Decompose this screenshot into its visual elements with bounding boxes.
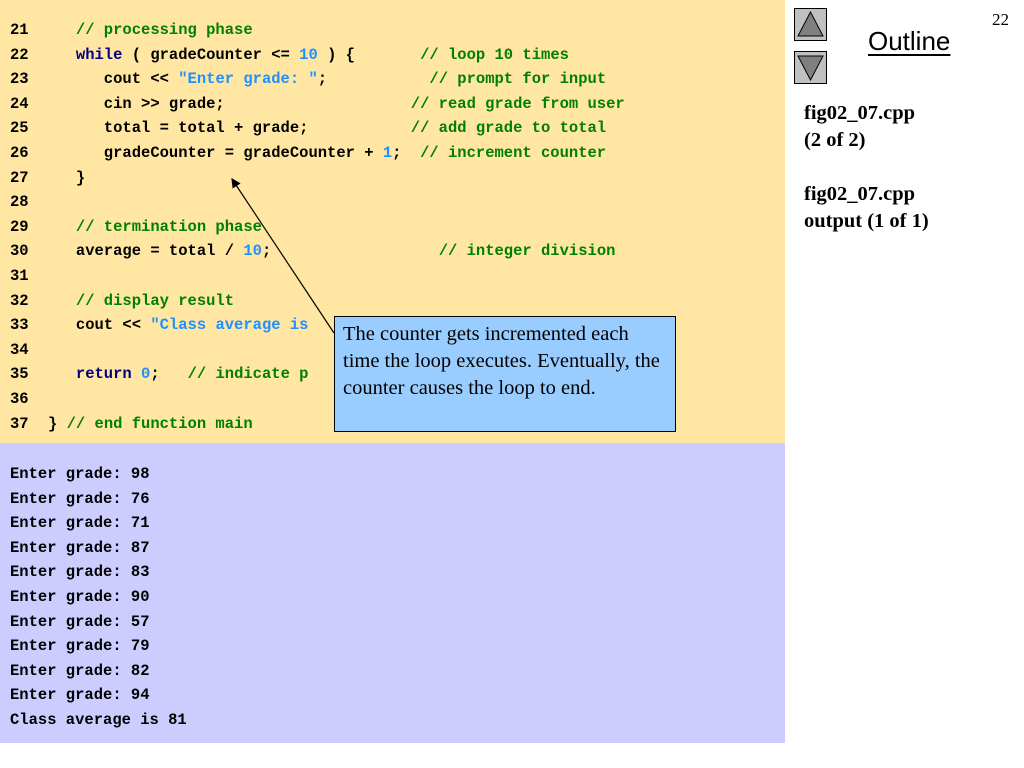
code-token: // integer division: [438, 242, 616, 261]
next-slide-button[interactable]: [794, 51, 827, 84]
code-text: while ( gradeCounter <= 10 ) { // loop 1…: [48, 43, 569, 67]
code-token: ;: [261, 242, 439, 261]
code-token: ) {: [317, 45, 421, 64]
triangle-down-icon: [797, 55, 824, 82]
page-number: 22: [992, 10, 1009, 29]
line-number: 28: [10, 193, 29, 212]
code-token: // display result: [75, 291, 235, 310]
code-token: // termination phase: [75, 217, 262, 236]
line-number: 23: [10, 70, 29, 89]
code-token: ( gradeCounter <=: [122, 45, 300, 64]
code-text: gradeCounter = gradeCounter + 1; // incr…: [48, 141, 606, 165]
triangle-up-icon: [797, 10, 824, 37]
code-token: cin >> grade;: [48, 94, 411, 113]
line-number: 24: [10, 94, 29, 113]
code-token: "Class average is: [150, 316, 309, 335]
code-text: cout << "Enter grade: "; // prompt for i…: [48, 67, 606, 91]
callout-box: The counter gets incremented each time t…: [334, 316, 676, 432]
code-text: cin >> grade; // read grade from user: [48, 92, 625, 116]
code-text: cout << "Class average is: [48, 313, 309, 337]
code-token: // processing phase: [75, 21, 253, 39]
line-number: 37: [10, 414, 29, 433]
code-token: while: [75, 45, 123, 64]
side-label-part: (2 of 2): [804, 129, 866, 151]
line-number: 31: [10, 267, 29, 285]
code-token: ;: [150, 365, 188, 384]
code-token: [48, 21, 76, 39]
code-token: 0: [141, 365, 151, 384]
code-token: 10: [243, 242, 262, 261]
code-token: // indicate p: [187, 365, 309, 384]
output-line: Enter grade: 94: [10, 686, 150, 705]
code-text: average = total / 10; // integer divisio…: [48, 239, 616, 263]
line-number: 34: [10, 340, 29, 359]
output-line: Enter grade: 90: [10, 588, 150, 606]
code-token: [48, 292, 76, 310]
code-token: gradeCounter = gradeCounter +: [48, 144, 383, 162]
output-line: Enter grade: 83: [10, 563, 150, 582]
output-line: Enter grade: 87: [10, 538, 150, 557]
code-text: // display result: [48, 289, 234, 313]
output-line: Enter grade: 82: [10, 661, 150, 680]
program-output-panel: Enter grade: 98 Enter grade: 76 Enter grad…: [0, 443, 785, 743]
output-line: Enter grade: 79: [10, 637, 150, 656]
code-token: cout <<: [48, 70, 179, 89]
code-token: [48, 46, 76, 64]
code-text: return 0; // indicate p: [48, 362, 309, 386]
side-label-output-file: fig02_07.cpp: [804, 183, 916, 205]
code-token: ;: [392, 144, 421, 162]
output-line: Class average is 81: [10, 711, 187, 729]
line-number: 33: [10, 316, 29, 335]
line-number: 25: [10, 119, 29, 138]
code-text: }: [48, 166, 85, 190]
code-token: average = total /: [48, 242, 244, 261]
line-number: 21: [10, 21, 29, 39]
output-line: Enter grade: 57: [10, 612, 150, 631]
line-number: 29: [10, 217, 29, 236]
output-line: Enter grade: 76: [10, 489, 150, 508]
code-text: total = total + grade; // add grade to t…: [48, 116, 606, 140]
code-token: ;: [317, 70, 430, 89]
line-number: 36: [10, 390, 29, 408]
previous-slide-button[interactable]: [794, 8, 827, 41]
code-text: // processing phase: [48, 18, 253, 42]
code-token: }: [48, 168, 86, 187]
code-token: }: [48, 414, 67, 433]
code-token: total = total + grade;: [48, 119, 411, 138]
code-token: "Enter grade: ": [178, 70, 318, 89]
line-number: 35: [10, 365, 29, 384]
callout-text: The counter gets incremented each time t…: [343, 323, 660, 399]
output-line: Enter grade: 71: [10, 514, 150, 533]
code-text: } // end function main: [48, 412, 253, 436]
side-label-output-part: output (1 of 1): [804, 210, 929, 232]
code-token: cout <<: [48, 316, 151, 335]
side-label-file: fig02_07.cpp: [804, 102, 916, 124]
line-number: 27: [10, 168, 29, 187]
code-token: // add grade to total: [410, 119, 607, 138]
code-token: // loop 10 times: [420, 45, 569, 64]
code-token: [48, 365, 76, 383]
line-number: 26: [10, 144, 29, 162]
outline-link[interactable]: Outline: [868, 26, 951, 56]
code-text: // termination phase: [48, 215, 262, 239]
code-token: // increment counter: [420, 144, 607, 162]
code-token: // end function main: [66, 414, 253, 433]
code-token: // read grade from user: [410, 94, 625, 113]
output-line: Enter grade: 98: [10, 465, 150, 483]
line-number: 22: [10, 45, 29, 64]
line-number: 32: [10, 291, 29, 310]
code-token: [132, 365, 141, 383]
code-token: 1: [382, 144, 393, 162]
line-number: 30: [10, 242, 29, 261]
code-token: return: [75, 365, 132, 384]
code-token: 10: [299, 45, 318, 64]
code-token: // prompt for input: [429, 70, 607, 89]
code-token: [48, 218, 76, 236]
